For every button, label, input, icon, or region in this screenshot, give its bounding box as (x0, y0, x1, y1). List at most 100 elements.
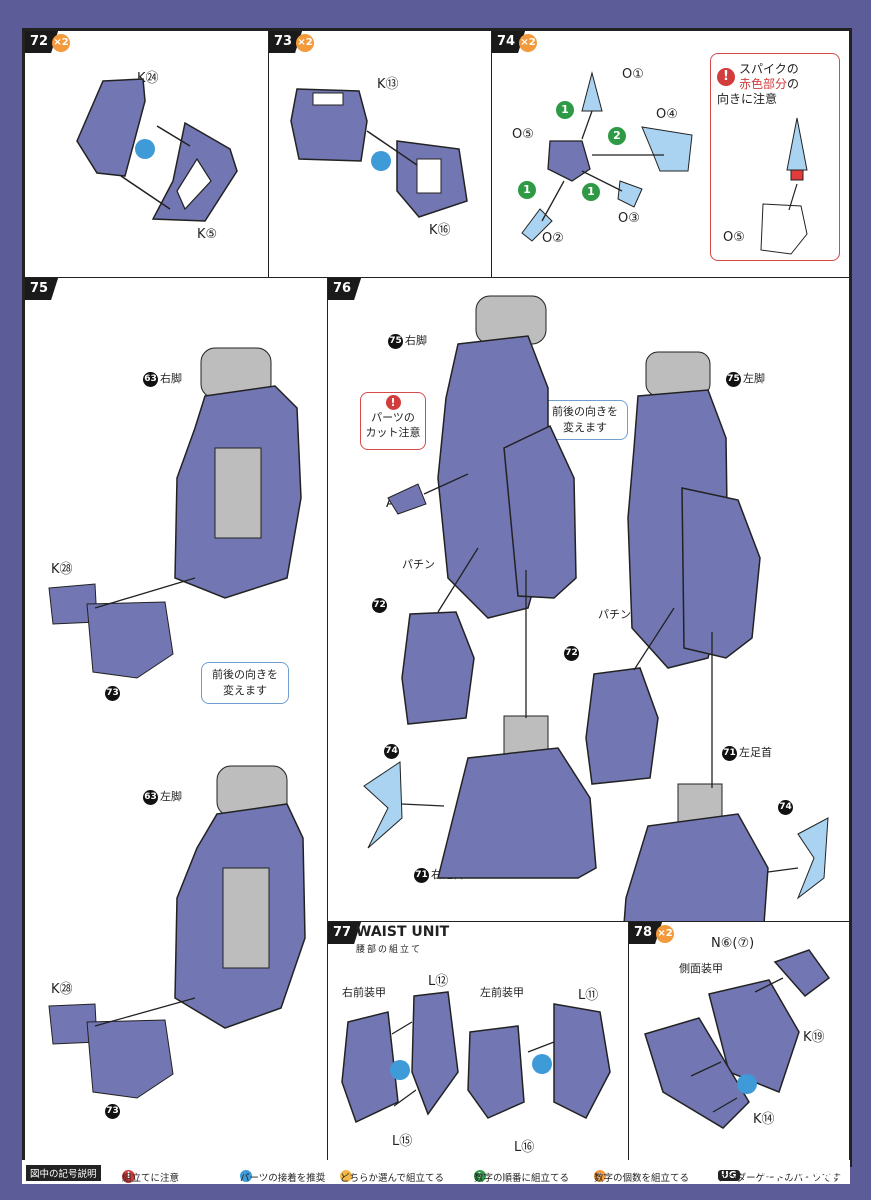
step-number: 72 (25, 31, 58, 53)
order-2-icon: 2 (608, 127, 626, 145)
ref-number: 75 (388, 333, 403, 349)
caution-icon: ! (385, 395, 401, 410)
multiplier-badge: ×2 (52, 34, 70, 52)
glue-icon (240, 1170, 252, 1182)
part-diagram (521, 71, 693, 242)
ref-number: 71 (414, 867, 429, 883)
note-text: の (787, 77, 800, 91)
callout-text: 変えます (223, 684, 267, 697)
part-label: N⑥(⑦) (711, 936, 755, 951)
part-label: K⑭ (753, 1112, 775, 1127)
ref-label: 72 (564, 646, 581, 661)
step-73-panel: 73 ×2 K⑬ K⑯ (268, 30, 492, 278)
ref-number: 74 (384, 744, 399, 759)
legend-title: 図中の記号説明 (26, 1165, 101, 1181)
armor-label: 側面装甲 (679, 962, 723, 975)
leg-assembly-diagram (363, 295, 829, 921)
step-number: 74 (492, 31, 525, 53)
part-label: O⑤ (723, 230, 745, 245)
note-text: 向きに注意 (717, 92, 778, 106)
part-label: L⑫ (428, 974, 449, 989)
part-label: K㉘ (51, 562, 73, 577)
multiplier-badge: ×2 (656, 925, 674, 943)
ref-label: 74 (778, 800, 795, 815)
watermark: © MY SEARCH (761, 1168, 849, 1181)
count-icon: 2 (594, 1170, 606, 1182)
ref-number: 72 (564, 646, 579, 661)
note-red-text: 赤色部分 (739, 77, 788, 91)
ref-number: 71 (722, 745, 737, 761)
part-label: L⑪ (578, 988, 599, 1003)
armor-label: 左前装甲 (480, 986, 524, 999)
spike-diagram (760, 117, 808, 255)
callout-text: 変えます (563, 421, 607, 434)
ref-number: 72 (372, 598, 387, 613)
part-label: O④ (656, 107, 678, 122)
ref-label: 72 (372, 598, 389, 613)
leg-label: 左脚 (160, 790, 182, 803)
right-leg-assembly (48, 347, 302, 679)
step-74-panel: 74 ×2 O① O④ O⑤ O③ O② 1 2 1 1 ! スパイクの 赤色部… (491, 30, 850, 278)
glue-icon (737, 1074, 757, 1094)
ref-number: 73 (105, 686, 120, 701)
order-1-icon: 1 (582, 183, 600, 201)
ug-badge: UG (718, 1170, 740, 1181)
orientation-callout: 前後の向きを 変えます (201, 662, 289, 704)
ref-number: 63 (143, 371, 158, 387)
section-title: WAIST UNIT (356, 924, 450, 940)
snap-label: パチン (402, 558, 435, 571)
step-72-panel: 72 ×2 K㉔ K⑤ (24, 30, 269, 278)
part-label: K⑲ (803, 1030, 825, 1045)
legend-text: 組立てに注意 (122, 1173, 180, 1184)
ref-label: 73 (105, 686, 122, 701)
part-label: K⑤ (197, 227, 218, 242)
part-label: K⑯ (429, 223, 451, 238)
caution-icon: ! (122, 1170, 135, 1183)
leg-diagram (48, 347, 306, 1099)
symbol-legend: 図中の記号説明 ! 組立てに注意 パーツの接着を推奨 どちらか選んで組立てる 1… (22, 1160, 850, 1184)
cut-caution-callout: ! パーツの カット注意 (360, 392, 426, 450)
step-number: 76 (328, 278, 361, 300)
either-icon (340, 1170, 352, 1182)
part-label: O① (622, 67, 644, 82)
snap-label: パチン (598, 608, 631, 621)
legend-text: アンダーゲートのパーツです (718, 1173, 841, 1184)
legend-text: パーツの接着を推奨 (240, 1173, 326, 1184)
ref-label: 74 (384, 744, 401, 759)
part-label: L⑯ (514, 1140, 535, 1155)
callout-text: パーツの (371, 411, 415, 424)
step-number: 78 (629, 922, 662, 944)
leg-label: 右脚 (405, 334, 427, 347)
order-icon: 1 (474, 1170, 486, 1182)
part-label: O⑤ (512, 127, 534, 142)
callout-text: カット注意 (365, 426, 421, 439)
step-number: 73 (269, 31, 302, 53)
ref-number: 73 (105, 1104, 120, 1119)
part-label: L⑮ (392, 1134, 413, 1149)
part-label: K㉘ (51, 982, 73, 997)
legend-text: 数字の順番に組立てる (474, 1173, 570, 1184)
instruction-sheet: 72 ×2 K㉔ K⑤ 73 ×2 K⑬ K⑯ 74 ×2 O① O④ (22, 28, 852, 1167)
multiplier-badge: ×2 (519, 34, 537, 52)
glue-icon (371, 151, 391, 171)
glue-icon (135, 139, 155, 159)
ref-number: 74 (778, 800, 793, 815)
note-text: スパイクの (739, 62, 799, 76)
leg-label: 左脚 (743, 372, 765, 385)
legend-text: 数字の個数を組立てる (594, 1173, 690, 1184)
ref-number: 75 (726, 371, 741, 387)
part-label: O③ (618, 211, 640, 226)
section-subtitle: 腰部の組立て (356, 945, 423, 955)
ankle-label: 左足首 (739, 746, 772, 759)
glue-icon (390, 1060, 410, 1080)
multiplier-badge: ×2 (296, 34, 314, 52)
step-number: 77 (328, 922, 361, 944)
order-1-icon: 1 (518, 181, 536, 199)
part-label: O② (542, 231, 564, 246)
callout-text: 前後の向きを (212, 668, 278, 681)
